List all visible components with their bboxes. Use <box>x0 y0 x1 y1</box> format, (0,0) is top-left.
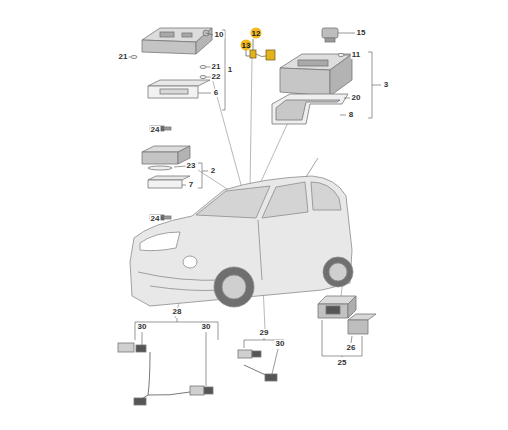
bracket-28 <box>135 318 218 386</box>
callout-number: 15 <box>356 29 367 37</box>
callout-number: 25 <box>337 359 348 367</box>
wiring-set-29 <box>238 350 277 381</box>
leader-lines-1 <box>128 30 225 130</box>
callout-number: 8 <box>348 111 354 119</box>
callout-number: 21 <box>118 53 129 61</box>
callout-number: 11 <box>351 51 361 59</box>
callout-number: 20 <box>351 94 362 102</box>
callout-number: 24 <box>150 126 161 134</box>
callout-number: 12 <box>251 28 262 39</box>
callout-number: 23 <box>186 162 197 170</box>
licence-plate-light <box>318 296 376 334</box>
callout-number: 30 <box>201 323 212 331</box>
callout-number: 13 <box>241 40 252 51</box>
callout-number: 3 <box>383 81 389 89</box>
callout-number: 21 <box>211 63 222 71</box>
callout-number: 10 <box>214 31 225 39</box>
callout-number: 29 <box>259 329 270 337</box>
callout-number: 28 <box>172 308 183 316</box>
callout-number: 22 <box>211 73 222 81</box>
leader-lines-2 <box>160 163 208 219</box>
wiring-set-28 <box>118 343 213 405</box>
bracket-25 <box>322 320 362 357</box>
interior-light-3 <box>272 28 352 124</box>
callout-number: 30 <box>137 323 148 331</box>
callout-number: 6 <box>213 89 219 97</box>
interior-light-1 <box>131 28 212 131</box>
callout-number: 1 <box>227 66 233 74</box>
callout-number: 26 <box>346 344 357 352</box>
callout-number: 30 <box>275 340 286 348</box>
callout-number: 24 <box>150 215 161 223</box>
callout-number: 7 <box>188 181 194 189</box>
interior-light-2 <box>142 146 190 220</box>
car-body <box>130 158 353 307</box>
leader-lines-3 <box>338 33 381 118</box>
callout-number: 2 <box>210 167 216 175</box>
